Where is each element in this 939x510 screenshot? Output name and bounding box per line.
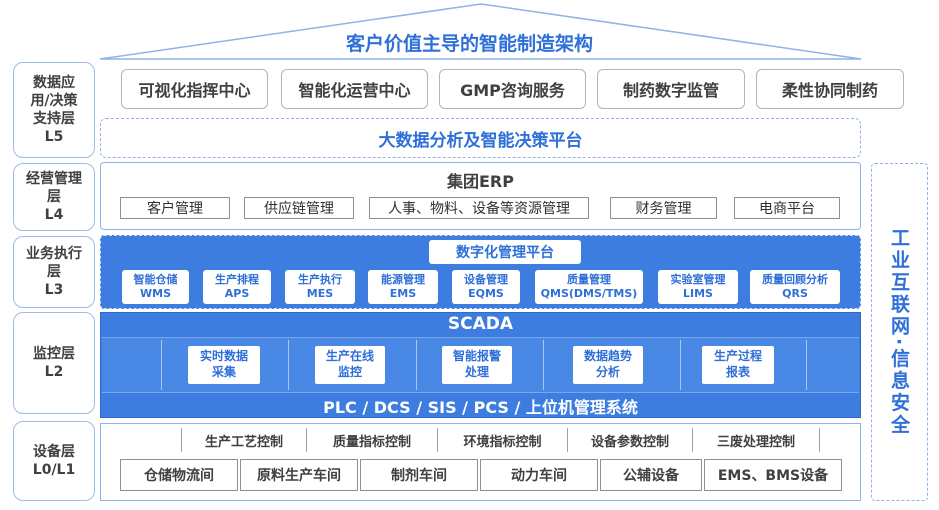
- scada-online-monitor-l1: 生产在线: [325, 349, 374, 364]
- erp-ecommerce: 电商平台: [734, 197, 840, 219]
- erp-finance: 财务管理: [610, 197, 717, 219]
- scada-realtime-data: 实时数据采集: [188, 346, 260, 384]
- scada-realtime-data-l2: 采集: [211, 365, 236, 379]
- plc-system-bar: PLC / DCS / SIS / PCS / 上位机管理系统: [323, 398, 638, 417]
- module-ems-name: 能源管理: [381, 273, 425, 287]
- control-separator: [819, 428, 820, 452]
- security-text: 工业互联网·信息安全: [888, 227, 910, 437]
- scada-smart-alarm: 智能报警处理: [442, 346, 512, 384]
- control-equipment: 设备参数控制: [590, 434, 669, 450]
- scada-process-report: 生产过程报表: [702, 346, 774, 384]
- app-gmp-consulting: GMP咨询服务: [439, 69, 586, 109]
- roof-outline: [99, 3, 862, 60]
- layer-label-l1: 设备层 L0/L1: [13, 421, 95, 501]
- control-separator: [306, 428, 307, 452]
- scada-process-report-l2: 报表: [725, 365, 750, 379]
- device-utilities: 公辅设备: [600, 459, 702, 491]
- app-flexible-pharma: 柔性协同制药: [756, 69, 904, 109]
- layer-label-l1-text: 设备层 L0/L1: [32, 443, 76, 478]
- layer-label-l2: 监控层 L2: [13, 312, 95, 414]
- device-power: 动力车间: [480, 459, 598, 491]
- scada-title: SCADA: [447, 314, 514, 334]
- architecture-title: 客户价值主导的智能制造架构: [345, 33, 593, 55]
- control-process: 生产工艺控制: [204, 434, 283, 450]
- bigdata-platform: 大数据分析及智能决策平台: [100, 118, 861, 158]
- layer-label-l5-text: 数据应 用/决策 支持层 L5: [30, 74, 78, 146]
- scada-separator: [288, 340, 289, 390]
- layer-label-l3-text: 业务执行 层 L3: [26, 245, 82, 299]
- control-separator: [567, 428, 568, 452]
- scada-smart-alarm-l2: 处理: [464, 365, 489, 379]
- erp-supply-chain: 供应链管理: [244, 197, 354, 219]
- control-separator: [437, 428, 438, 452]
- control-environment: 环境指标控制: [463, 434, 542, 450]
- control-separator: [181, 428, 182, 452]
- module-qms-code: QMS(DMS/TMS): [540, 287, 638, 300]
- app-smart-operations: 智能化运营中心: [281, 69, 428, 109]
- device-ems-bms: EMS、BMS设备: [704, 459, 842, 491]
- module-wms-name: 智能仓储: [133, 273, 178, 287]
- device-raw-material: 原料生产车间: [240, 459, 358, 491]
- module-lims-code: LIMS: [683, 287, 713, 300]
- scada-online-monitor-l2: 监控: [337, 365, 362, 379]
- control-quality: 质量指标控制: [332, 434, 411, 450]
- erp-resources: 人事、物料、设备等资源管理: [369, 197, 589, 219]
- scada-data-trend-l2: 分析: [595, 365, 620, 379]
- scada-separator: [416, 340, 417, 390]
- module-qms-name: 质量管理: [567, 273, 611, 287]
- module-qrs-code: QRS: [782, 287, 808, 300]
- scada-smart-alarm-l1: 智能报警: [452, 349, 501, 364]
- module-eqms-name: 设备管理: [464, 273, 508, 287]
- scada-separator: [680, 340, 681, 390]
- scada-data-trend-l1: 数据趋势: [583, 349, 632, 364]
- device-warehouse: 仓储物流间: [120, 459, 238, 491]
- security-pillar: 工业互联网·信息安全: [871, 163, 928, 501]
- scada-separator: [161, 340, 162, 390]
- module-mes-code: MES: [306, 287, 334, 300]
- module-aps-name: 生产排程: [215, 273, 259, 287]
- scada-realtime-data-l1: 实时数据: [199, 349, 248, 364]
- layer-label-l5: 数据应 用/决策 支持层 L5: [13, 62, 95, 158]
- device-formulation: 制剂车间: [360, 459, 478, 491]
- scada-data-trend: 数据趋势分析: [573, 346, 643, 384]
- module-ems-code: EMS: [389, 287, 417, 300]
- module-qrs-name: 质量回顾分析: [762, 273, 828, 287]
- scada-process-report-l1: 生产过程: [713, 349, 762, 364]
- module-wms-code: WMS: [139, 287, 171, 300]
- scada-online-monitor: 生产在线监控: [315, 346, 385, 384]
- control-waste: 三废处理控制: [716, 434, 795, 450]
- layer-label-l4: 经营管理 层 L4: [13, 163, 95, 231]
- module-aps-code: APS: [224, 287, 250, 300]
- digital-platform-title: 数字化管理平台: [429, 240, 581, 264]
- module-lims-name: 实验室管理: [670, 273, 726, 287]
- app-pharma-supervision: 制药数字监管: [597, 69, 745, 109]
- scada-separator: [543, 340, 544, 390]
- layer-label-l2-text: 监控层 L2: [33, 345, 75, 380]
- scada-separator: [806, 340, 807, 390]
- module-mes-name: 生产执行: [298, 273, 342, 287]
- erp-title: 集团ERP: [447, 172, 514, 191]
- app-visual-command: 可视化指挥中心: [121, 69, 268, 109]
- erp-customer: 客户管理: [120, 197, 230, 219]
- control-separator: [692, 428, 693, 452]
- layer-label-l4-text: 经营管理 层 L4: [26, 170, 82, 224]
- module-eqms-code: EQMS: [468, 287, 504, 300]
- layer-label-l3: 业务执行 层 L3: [13, 236, 95, 308]
